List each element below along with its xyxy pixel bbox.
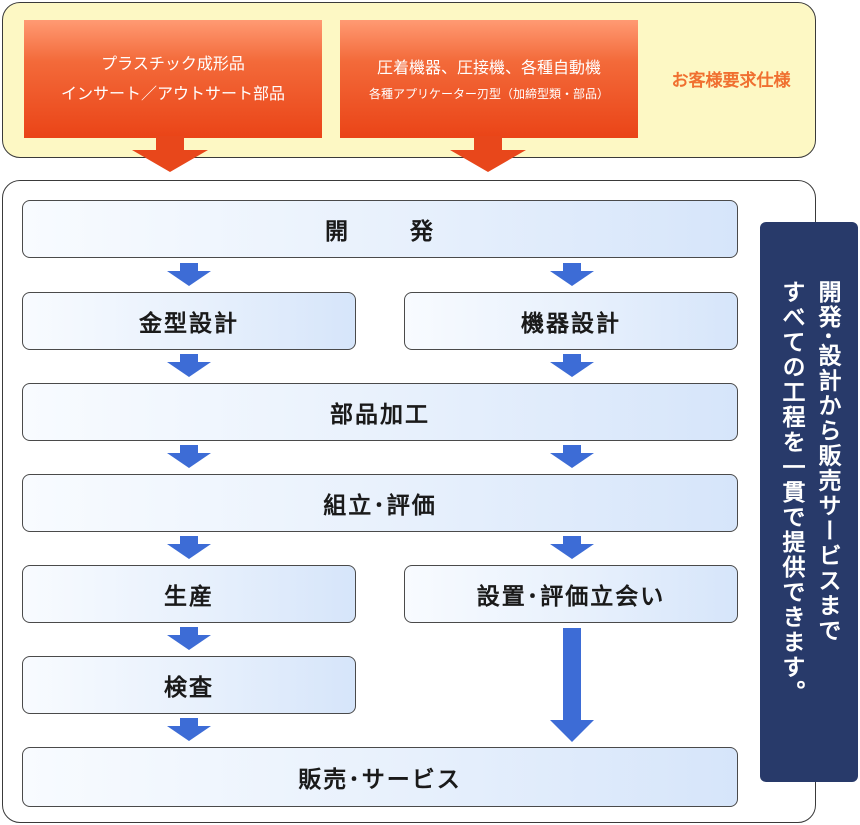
blue-arrow-down-icon — [167, 445, 211, 468]
requirement-line: 各種アプリケーター刃型（加締型類・部品） — [368, 87, 609, 101]
step-sales-service: 販売･サービス — [22, 747, 738, 807]
requirement-line: プラスチック成形品 — [101, 54, 245, 73]
banner-line: すべての工程を一貫で提供できます。 — [778, 280, 804, 705]
step-label: 設置･評価立会い — [476, 584, 666, 610]
red-arrow-down-icon — [450, 136, 526, 172]
customer-spec-label: お客様要求仕様 — [671, 71, 791, 91]
integrated-service-banner: 開発･設計から販売サービスまで すべての工程を一貫で提供できます。 — [760, 222, 858, 782]
blue-arrow-down-icon — [550, 536, 594, 559]
blue-arrow-down-icon — [550, 263, 594, 286]
step-installation-evaluation: 設置･評価立会い — [404, 565, 738, 623]
step-inspection: 検査 — [22, 656, 356, 714]
blue-arrow-down-icon — [550, 354, 594, 377]
step-label: 販売･サービス — [298, 767, 462, 793]
step-label: 発 — [410, 219, 435, 245]
step-label: 開 — [325, 219, 350, 245]
requirement-box-plastic: プラスチック成形品 インサート／アウトサート部品 — [24, 20, 322, 138]
step-label: 組立･評価 — [323, 493, 437, 519]
step-machine-design: 機器設計 — [404, 292, 738, 350]
blue-arrow-down-icon — [167, 263, 211, 286]
step-production: 生産 — [22, 565, 356, 623]
blue-long-arrow-down-icon — [550, 628, 594, 742]
step-label: 生産 — [164, 584, 214, 610]
step-parts-processing: 部品加工 — [22, 383, 738, 441]
banner-line: 開発･設計から販売サービスまで — [814, 280, 840, 644]
requirement-line: インサート／アウトサート部品 — [60, 84, 285, 103]
requirement-box-machines: 圧着機器、圧接機、各種自動機 各種アプリケーター刃型（加締型類・部品） — [340, 20, 638, 138]
blue-arrow-down-icon — [167, 354, 211, 377]
step-label: 検査 — [164, 675, 214, 701]
blue-arrow-down-icon — [167, 536, 211, 559]
requirement-line: 圧着機器、圧接機、各種自動機 — [376, 58, 601, 77]
red-arrow-down-icon — [132, 136, 208, 172]
step-label: 金型設計 — [139, 311, 239, 337]
blue-arrow-down-icon — [167, 627, 211, 650]
step-mold-design: 金型設計 — [22, 292, 356, 350]
blue-arrow-down-icon — [550, 445, 594, 468]
step-label: 機器設計 — [521, 311, 621, 337]
blue-arrow-down-icon — [167, 718, 211, 741]
step-assembly-evaluation: 組立･評価 — [22, 474, 738, 532]
step-label: 部品加工 — [330, 402, 430, 428]
step-development: 開 発 — [22, 200, 738, 258]
